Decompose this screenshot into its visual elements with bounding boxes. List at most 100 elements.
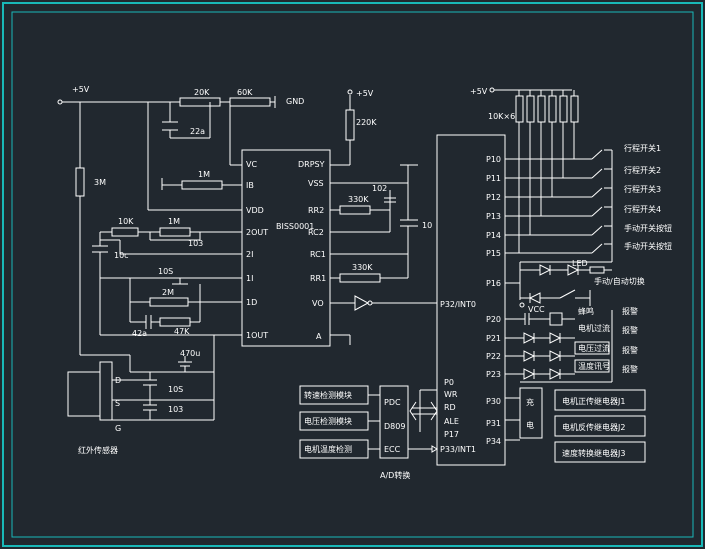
label-1m-b: 1M [168,217,180,226]
label-alarm-2: 报警 [622,325,638,335]
label-330k-b: 330K [352,263,373,272]
mcu-bus-4: P17 [444,430,459,439]
relay-label-0: 电机正传继电器J1 [562,396,625,406]
mcu-pin-int0: P32/INT0 [440,300,476,309]
ic-pin-right-6: VO [312,299,324,308]
mcu-pin-12: P31 [486,419,501,428]
relay-j3-box [554,441,646,463]
resistor-1m-b [159,227,191,237]
label-motor-overcurrent: 电机过流 [578,323,610,333]
ic-pin-left-4: 2I [246,250,253,259]
label-220k: 220K [356,118,377,127]
sensor-body [67,371,101,417]
mcu-pin-0: P10 [486,155,501,164]
label-10: 10 [422,221,432,230]
mcu-pin-5: P15 [486,249,501,258]
label-470u: 470u [180,349,200,358]
relay-j1-box [554,389,646,411]
label-buzzer: 蜂鸣 [578,306,594,316]
label-vcc: VCC [528,305,545,314]
label-pin-s: S [115,399,120,408]
label-42a: 42a [132,329,147,338]
resistor-20k [179,97,221,107]
label-103b: 103 [168,405,183,414]
ic-pin-left-5: 1I [246,274,253,283]
label-module-temp: 电机温度检测 [304,444,352,454]
label-module-voltage: 电压检测模块 [304,416,352,426]
resistor-1m-a [181,180,223,190]
ic-pin-right-5: RR1 [310,274,326,283]
label-103a: 103 [188,239,203,248]
led-section [505,264,612,306]
ic-pin-right-1: VSS [308,179,324,188]
resistor-47k [159,317,191,327]
ic-biss0001 [241,89,355,347]
ic-pin-left-7: 1OUT [246,331,268,340]
label-3m: 3M [94,178,106,187]
label-led: LED [572,259,588,268]
ic-pin-right-2: RR2 [308,206,324,215]
label-module-speed: 转速检测模块 [304,390,352,400]
sensor-window [99,361,113,421]
resistor-330k-a [339,205,371,215]
label-pin-d: D [115,376,121,385]
mcu-chip [436,134,506,466]
ic-pin-right-0: DRPSY [298,160,325,169]
ic-pin-right-4: RC1 [310,250,326,259]
label-alarm-3: 报警 [622,345,638,355]
label-2m: 2M [162,288,174,297]
ic-name: BISS0001 [276,222,314,231]
label-charge-1: 充 [526,397,534,407]
relay-label-2: 速度转换继电器J3 [562,448,625,458]
mcu-pin-11: P30 [486,397,501,406]
label-60k: 60K [237,88,253,97]
resistor-330k-b [339,273,381,283]
label-330k-a: 330K [348,195,369,204]
ic-pin-right-3: RC2 [308,228,324,237]
mcu-bus-3: ALE [444,417,459,426]
resistor-2m [149,297,189,307]
resistor-220k [345,109,355,141]
switch-label-1: 行程开关2 [624,165,661,175]
resistor-10k [111,227,139,237]
buffer-symbol [354,295,370,311]
ic-pin-left-3: 2OUT [246,228,268,237]
label-adc: A/D转换 [380,470,410,480]
label-5v-right: +5V [470,87,488,96]
switch-label-3: 行程开关4 [624,204,661,214]
mcu-pin-9: P22 [486,352,501,361]
label-charge-2: 电 [526,420,534,430]
resistor-3m [75,167,85,197]
label-pin-g: G [115,424,121,433]
switch-label-5: 手动开关按钮 [624,241,672,251]
label-22a: 22a [190,127,205,136]
mcu-pin-2: P12 [486,193,501,202]
alarm-section [505,302,613,383]
mid-circuit [330,164,437,345]
label-5v-left: +5V [72,85,90,94]
relay-j2-box [554,415,646,437]
ic-pin-left-1: IB [246,181,254,190]
label-alarm-1: 报警 [622,306,638,316]
left-circuit [57,96,276,421]
label-102: 102 [372,184,387,193]
resistor-60k [229,97,271,107]
label-20k: 20K [194,88,210,97]
adc-pin-0: PDC [384,398,401,407]
adc-pin-1: D809 [384,422,405,431]
label-10kx6: 10K×6 [488,112,515,121]
label-alarm-4: 报警 [622,364,638,374]
mcu-pin-6: P16 [486,279,501,288]
mcu-pin-int1: P33/INT1 [440,445,476,454]
mcu-pin-8: P21 [486,334,501,343]
mcu-pin-10: P23 [486,370,501,379]
mcu-pin-3: P13 [486,212,501,221]
label-voltage-overrun: 电压过流 [578,343,610,353]
label-10k: 10K [118,217,134,226]
ic-pin-right-7: A [316,332,322,341]
mcu-bus-2: RD [444,403,456,412]
label-10s-b: 10S [168,385,183,394]
mcu-pin-1: P11 [486,174,501,183]
label-sensor: 红外传感器 [78,445,118,455]
